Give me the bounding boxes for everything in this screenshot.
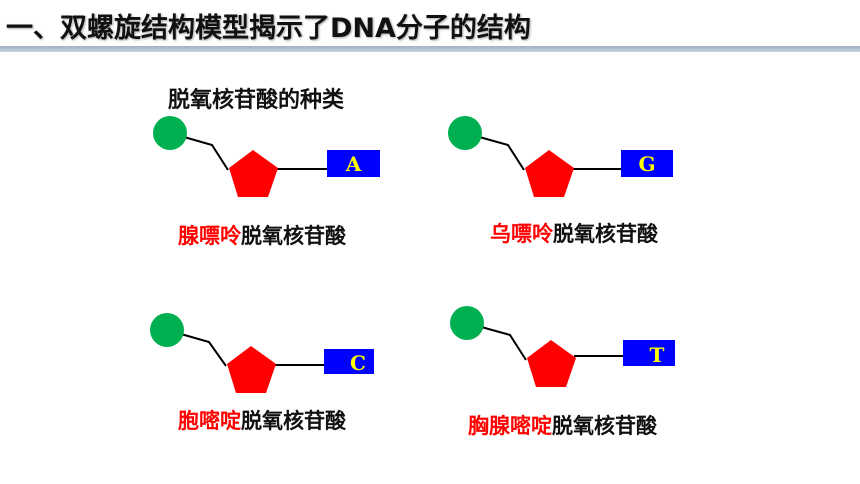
caption-thymine: 胸腺嘧啶脱氧核苷酸 xyxy=(468,410,657,440)
caption-suffix: 脱氧核苷酸 xyxy=(241,224,346,248)
nucleotide-c: C xyxy=(150,313,374,393)
phosphate-group xyxy=(448,116,482,150)
base-letter: T xyxy=(650,343,665,367)
phosphate-group xyxy=(153,116,187,150)
deoxyribose-sugar xyxy=(525,150,574,197)
nucleotide-g: G xyxy=(448,116,673,197)
caption-cytosine: 胞嘧啶脱氧核苷酸 xyxy=(178,405,346,435)
caption-guanine: 乌嘌呤脱氧核苷酸 xyxy=(490,218,658,248)
deoxyribose-sugar xyxy=(527,340,576,387)
deoxyribose-sugar xyxy=(227,346,276,393)
caption-adenine: 腺嘌呤脱氧核苷酸 xyxy=(178,220,346,250)
caption-suffix: 脱氧核苷酸 xyxy=(553,222,658,246)
deoxyribose-sugar xyxy=(229,150,278,197)
nucleotide-t: T xyxy=(450,306,675,387)
base-name: 胞嘧啶 xyxy=(178,409,241,433)
caption-suffix: 脱氧核苷酸 xyxy=(552,414,657,438)
nitrogenous-base xyxy=(621,150,673,177)
diagram-subtitle: 脱氧核苷酸的种类 xyxy=(168,88,345,113)
base-letter: C xyxy=(350,351,366,375)
phosphate-group xyxy=(150,313,184,347)
nitrogenous-base xyxy=(327,150,380,177)
base-letter: G xyxy=(638,152,655,176)
caption-suffix: 脱氧核苷酸 xyxy=(241,409,346,433)
nitrogenous-base xyxy=(324,349,374,374)
slide-title: 一、双螺旋结构模型揭示了DNA分子的结构 xyxy=(6,13,531,44)
nitrogenous-base xyxy=(623,340,675,366)
base-name: 胸腺嘧啶 xyxy=(468,414,552,438)
title-underline-bar xyxy=(0,46,860,52)
base-name: 腺嘌呤 xyxy=(178,224,241,248)
phosphate-group xyxy=(450,306,484,340)
base-letter: A xyxy=(345,152,362,176)
base-name: 乌嘌呤 xyxy=(490,222,553,246)
nucleotide-a: A xyxy=(153,116,380,197)
